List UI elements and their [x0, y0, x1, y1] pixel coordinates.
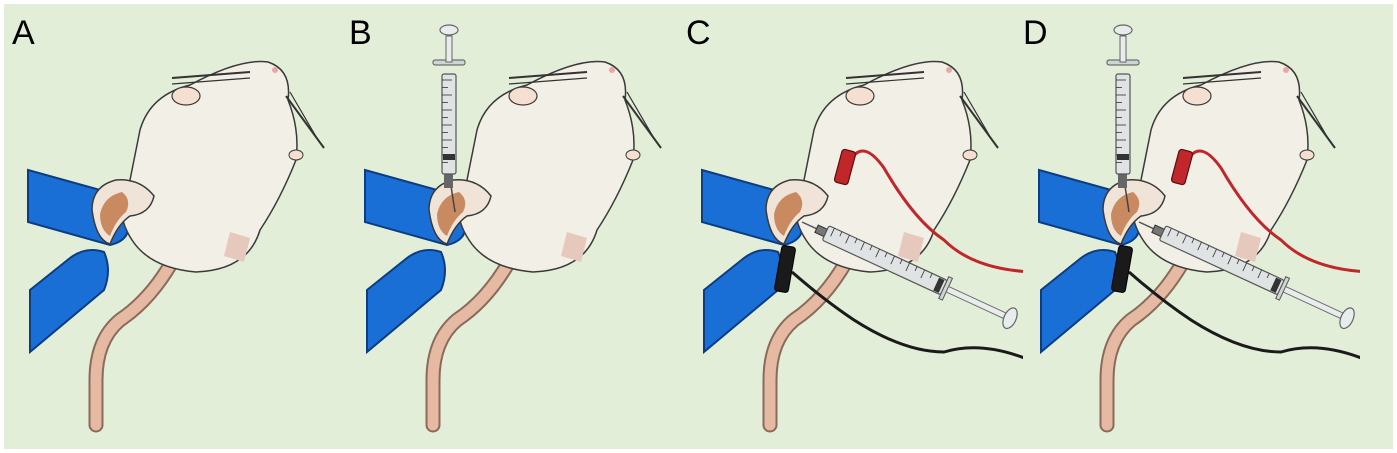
head-holder-bars: [171, 71, 325, 149]
panel-illustration: [364, 24, 662, 433]
mouse-nose: [609, 67, 615, 73]
panel-c: C: [674, 0, 1023, 453]
panel-label: B: [349, 14, 372, 52]
panel-illustration: [1038, 24, 1360, 433]
panel-b: B: [337, 0, 686, 453]
mouse-nose: [272, 67, 278, 73]
mouse-ear: [845, 86, 875, 106]
mouse-body: [120, 60, 298, 273]
mouse-body: [457, 60, 635, 273]
panel-a: A: [0, 0, 349, 453]
mouse-paw: [288, 149, 304, 161]
panel-d: D: [1011, 0, 1360, 453]
black-electrode-clip: [1111, 245, 1360, 360]
vertical-syringe-icon: [1106, 24, 1140, 213]
mouse-paw: [625, 149, 641, 161]
shaved-patch: [224, 232, 250, 262]
head-holder-bars: [1182, 71, 1336, 149]
red-electrode-clip: [833, 148, 1023, 273]
shaved-patch: [1235, 232, 1261, 262]
mouse-ear: [1182, 86, 1212, 106]
tail: [764, 256, 852, 431]
black-electrode-clip: [774, 245, 1023, 360]
angled-syringe-icon: [801, 221, 1018, 330]
shaved-patch: [898, 232, 924, 262]
tail: [90, 256, 178, 431]
head-holder-bars: [845, 71, 999, 149]
tail: [427, 256, 515, 431]
panel-label: C: [686, 14, 711, 52]
red-electrode-clip: [1170, 148, 1360, 273]
tail: [1101, 256, 1189, 431]
mouse-nose: [946, 67, 952, 73]
mouse-nose: [1283, 67, 1289, 73]
exposed-muscle: [1111, 192, 1140, 236]
panel-label: A: [12, 14, 35, 52]
panel-label: D: [1023, 14, 1048, 52]
head-holder-bars: [508, 71, 662, 149]
panel-illustration: [27, 60, 325, 433]
mouse-paw: [962, 149, 978, 161]
exposed-muscle: [100, 192, 129, 236]
mouse-paw: [1299, 149, 1315, 161]
mouse-ear: [171, 86, 201, 106]
mouse-ear: [508, 86, 538, 106]
exposed-muscle: [774, 192, 803, 236]
shaved-patch: [561, 232, 587, 262]
panel-illustration: [701, 60, 1023, 433]
vertical-syringe-icon: [432, 24, 466, 213]
exposed-muscle: [437, 192, 466, 236]
angled-syringe-icon: [1138, 221, 1355, 330]
